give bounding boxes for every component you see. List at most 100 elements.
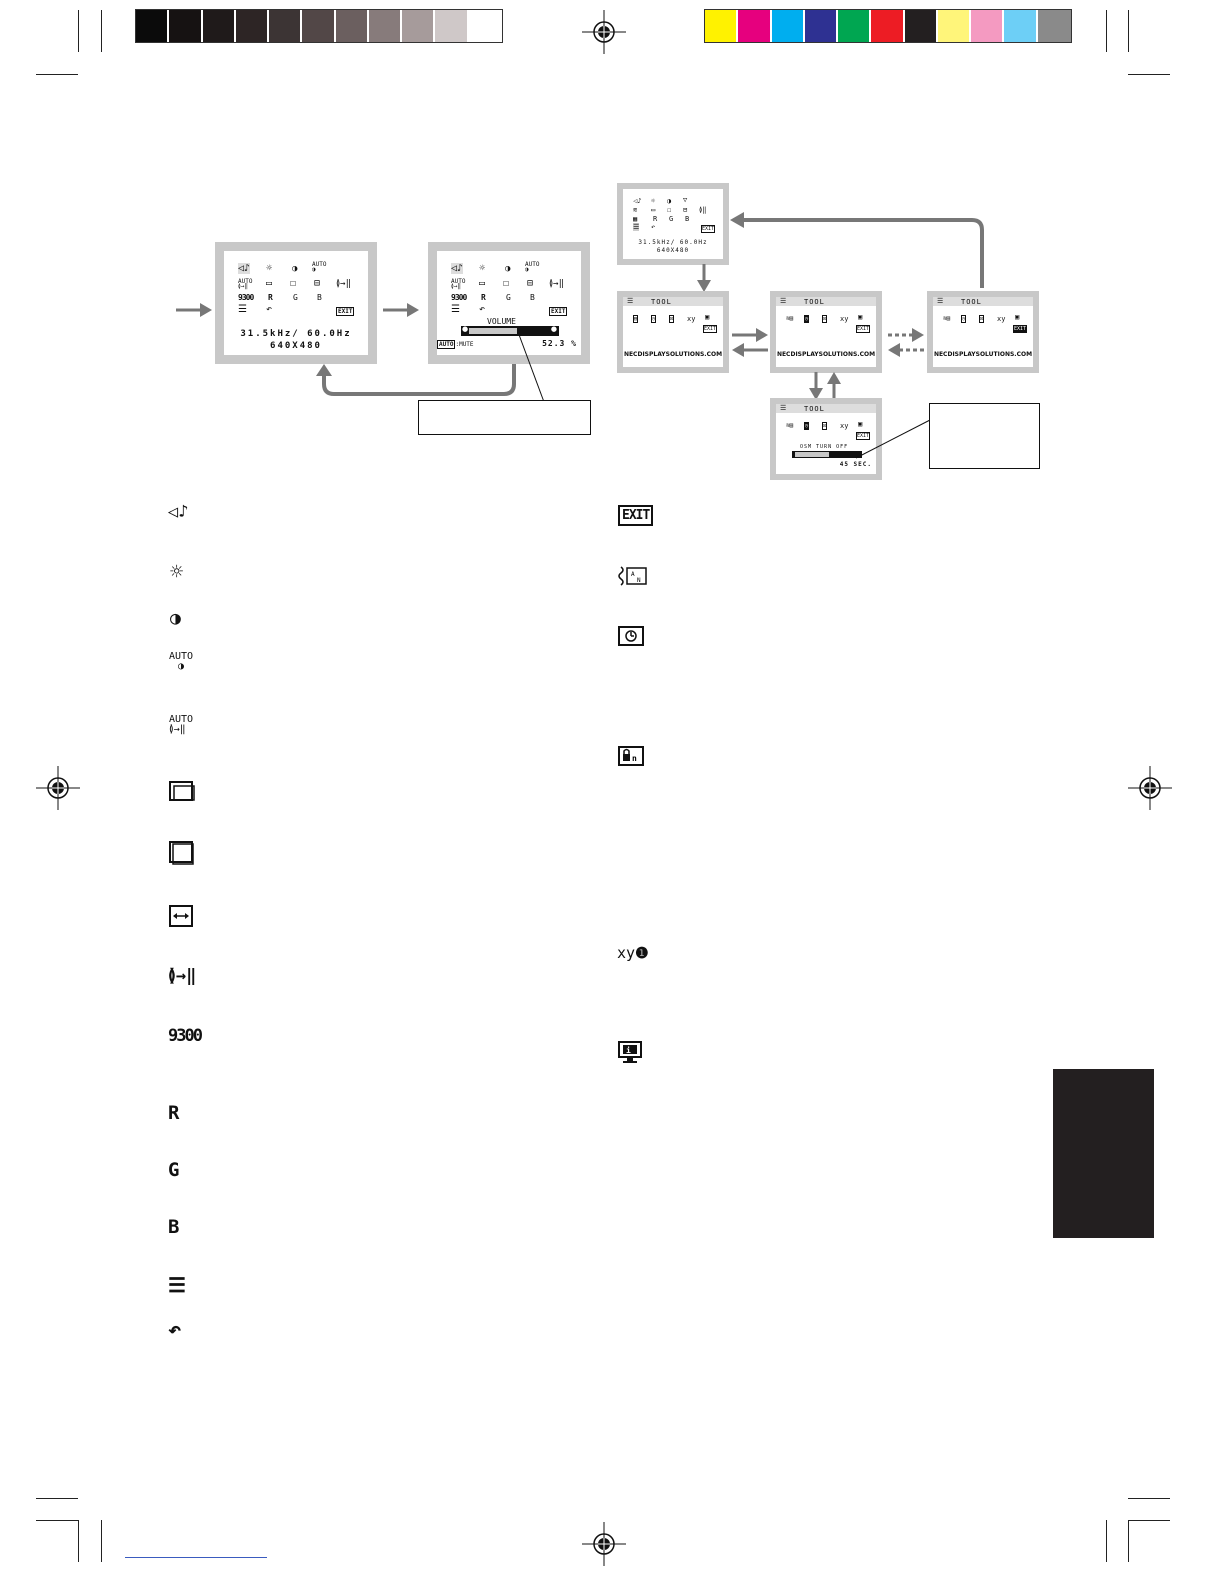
language-icon: ≋▤ [786, 315, 794, 322]
blue-icon: B [168, 1216, 180, 1238]
registration-mark [1128, 766, 1172, 810]
exit-icon: EXIT [549, 307, 568, 316]
brightness-icon: ☼ [170, 560, 184, 585]
monitor-info-icon: ▣ [705, 313, 710, 321]
auto-contrast-icon: AUTO◑ [525, 261, 540, 273]
osm-turnoff-icon [618, 626, 644, 646]
fine-icon: ≬→‖ [549, 279, 565, 289]
brightness-icon: ☼ [479, 263, 486, 274]
tool-icon: ☰ [627, 297, 634, 305]
blue-icon: B [530, 293, 535, 302]
green-icon: G [168, 1159, 180, 1181]
osm-lock-icon: ⊡ [822, 315, 828, 323]
osm-lock-icon: ⊡ [979, 315, 985, 323]
tool-title: TOOL [804, 298, 825, 306]
osm-lock-icon: ⊡ [822, 422, 828, 430]
left-right-icon: ▭ [266, 278, 273, 289]
return-arrow-icon [316, 364, 516, 396]
tool-icon: ☰ [780, 297, 787, 305]
volume-slider[interactable]: ● ● [461, 325, 559, 336]
color-swatch [468, 10, 502, 42]
monitor-info-icon: ▣ [858, 420, 863, 428]
green-icon: G [506, 293, 511, 302]
tool-icon: ☰ [780, 404, 787, 412]
frequency-readout: 31.5kHz/ 60.0Hz [240, 329, 352, 339]
arrow-right-icon [176, 303, 212, 317]
factory-preset-icon: ↶ [168, 1318, 182, 1343]
osd-small-screen: ◁♪ ☼ ◑ ▽ ≋ ▭ ☐ ⊟ ≬‖ ▦ R G B ☰ ↶ EXIT 31.… [617, 183, 729, 265]
green-icon: G [669, 215, 674, 223]
h-size-icon: ⊟ [314, 278, 321, 289]
tool-screen-osm-turnoff: ☰ TOOL ≋▤ ◷ ⊡ xy ▣ EXIT OSM TURN OFF 45 … [770, 398, 882, 480]
osd-volume-screen: ◁♪ ☼ ◑ AUTO◑ AUTO≬→‖ ▭ ☐ ⊟ ≬→‖ 9300 R G … [428, 242, 590, 364]
red-icon: R [481, 293, 486, 302]
red-icon: R [168, 1102, 180, 1124]
website-url: NECDISPLAYSOLUTIONS.COM [933, 351, 1033, 358]
volume-label: VOLUME [487, 317, 516, 326]
down-up-icon [169, 841, 194, 865]
tool-title: TOOL [804, 405, 825, 413]
auto-label: AUTO [238, 278, 253, 285]
color-swatch [738, 10, 772, 42]
auto-contrast-icon: AUTO◑ [169, 651, 194, 672]
xy-icon: xy [997, 315, 1006, 323]
crop-mark [1128, 1498, 1170, 1499]
factory-preset-icon: ↶ [651, 223, 656, 231]
color-swatch [402, 10, 436, 42]
factory-preset-icon: ↶ [479, 304, 486, 315]
color-swatch [871, 10, 905, 42]
auto-label: AUTO [451, 278, 466, 285]
color-temp-icon: 9300 [238, 293, 254, 302]
gray-ramp-bar [135, 9, 503, 43]
crop-mark [78, 10, 79, 52]
color-swatch [705, 10, 739, 42]
crop-mark [1128, 10, 1129, 52]
tool-screen-3: ☰ TOOL ≋▤ ◷ ⊡ xy ▣ EXIT NECDISPLAYSOLUTI… [927, 291, 1039, 373]
arrow-down-icon [697, 264, 711, 292]
language-icon: ≋▤ [943, 315, 951, 322]
xy-icon: xy [840, 315, 849, 323]
audio-icon: ◁♪ [168, 502, 189, 522]
tool-icon: ☰ [633, 223, 640, 231]
resolution-readout: 640X480 [270, 341, 322, 351]
monitor-info-icon: ▣ [858, 313, 863, 321]
fine-icon: ≬→‖ [336, 279, 352, 289]
auto-adjust-icon: AUTO≬→‖ [451, 278, 466, 290]
tool-title: TOOL [651, 298, 672, 306]
tool-icon: ☰ [937, 297, 944, 305]
auto-badge: AUTO [437, 340, 456, 349]
crop-mark [101, 1520, 102, 1562]
red-icon: R [653, 215, 658, 223]
language-icon: A N [618, 566, 647, 586]
xy-label: xy [617, 944, 636, 962]
osm-turnoff-slider[interactable] [792, 451, 862, 458]
auto-adjust-icon: ≋ [633, 206, 638, 214]
h-size-icon: ⊟ [683, 206, 688, 214]
website-url: NECDISPLAYSOLUTIONS.COM [776, 351, 876, 358]
green-icon: G [293, 293, 298, 302]
svg-text:i: i [626, 1045, 631, 1055]
website-url: NECDISPLAYSOLUTIONS.COM [623, 351, 723, 358]
monitor-info-icon: i [618, 1041, 642, 1063]
language-icon: ≋▤ [786, 422, 794, 429]
brightness-icon: ☼ [266, 263, 273, 274]
resolution-readout: 640X480 [656, 247, 690, 254]
color-swatch [269, 10, 303, 42]
exit-icon: EXIT [856, 432, 871, 440]
color-swatch [169, 10, 203, 42]
audio-icon: ◁♪ [451, 263, 464, 274]
red-icon: R [268, 293, 273, 302]
auto-adjust-icon: AUTO≬→‖ [169, 714, 194, 735]
color-swatch [838, 10, 872, 42]
fine-icon: ≬→‖ [168, 966, 197, 986]
color-swatch [368, 10, 403, 42]
crop-mark [36, 74, 78, 75]
auto-label: AUTO [525, 261, 540, 268]
tool-screen-1: ☰ TOOL ▤ ◷ ⊡ xy ▣ EXIT NECDISPLAYSOLUTIO… [617, 291, 729, 373]
color-swatch [1004, 10, 1038, 42]
tool-icon: ☰ [168, 1273, 186, 1297]
volume-value: 52.3 % [542, 339, 577, 348]
vertical-arrow-pair-icon [809, 372, 841, 400]
color-swatch [804, 10, 839, 42]
monitor-info-icon: ▣ [1015, 313, 1020, 321]
